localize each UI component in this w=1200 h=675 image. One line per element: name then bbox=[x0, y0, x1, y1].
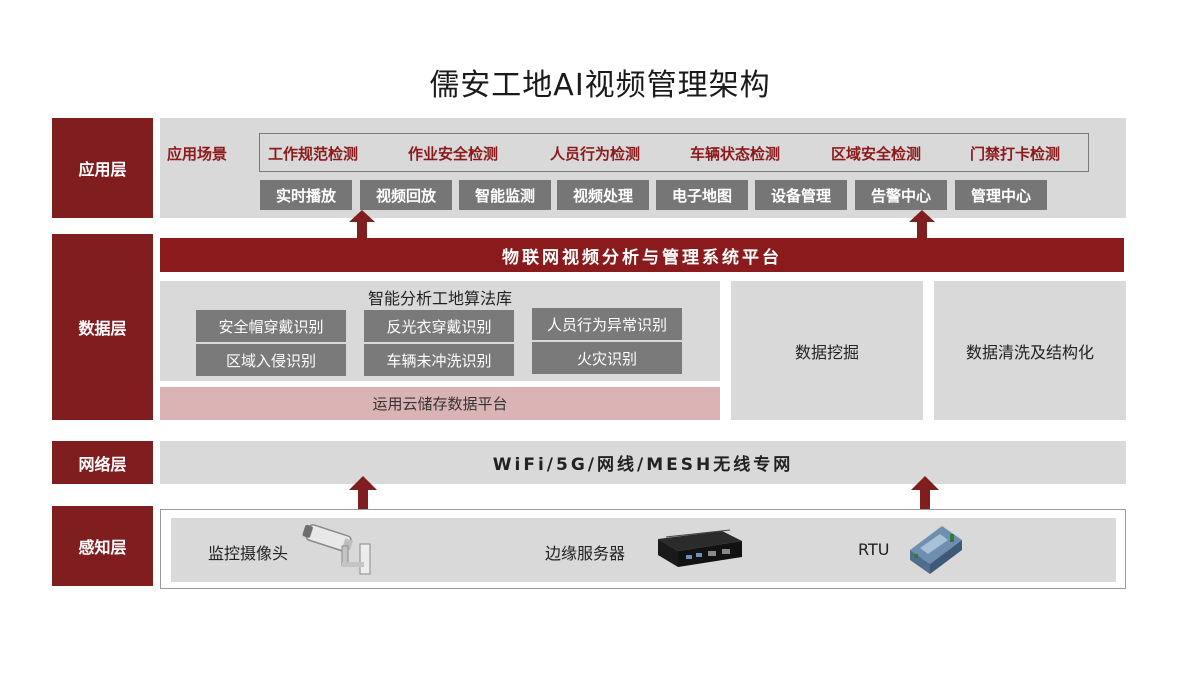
page-title: 儒安工地AI视频管理架构 bbox=[429, 68, 771, 103]
up-arrow-icon bbox=[349, 476, 377, 522]
device-label-rtu: RTU bbox=[858, 540, 890, 559]
cloud-storage-bar: 运用云储存数据平台 bbox=[160, 387, 720, 420]
up-arrow-icon bbox=[909, 210, 935, 238]
scenario-item: 人员行为检测 bbox=[550, 145, 641, 163]
up-arrow-icon bbox=[349, 210, 375, 238]
camera-icon bbox=[302, 523, 371, 575]
function-button-devices[interactable]: 设备管理 bbox=[755, 180, 847, 210]
scenario-item: 作业安全检测 bbox=[408, 145, 499, 163]
scenario-item: 车辆状态检测 bbox=[690, 145, 781, 163]
algorithm-item: 火灾识别 bbox=[532, 342, 682, 374]
function-button-monitoring[interactable]: 智能监测 bbox=[459, 180, 551, 210]
scenario-item: 区域安全检测 bbox=[831, 145, 922, 163]
function-button-playback[interactable]: 视频回放 bbox=[360, 180, 452, 210]
algorithm-library-title: 智能分析工地算法库 bbox=[367, 289, 512, 308]
scenario-label: 应用场景 bbox=[167, 145, 228, 163]
scenario-item: 门禁打卡检测 bbox=[970, 145, 1061, 163]
function-button-processing[interactable]: 视频处理 bbox=[557, 180, 649, 210]
network-bar: WiFi/5G/网线/MESH无线专网 bbox=[160, 441, 1126, 484]
function-button-alarm[interactable]: 告警中心 bbox=[855, 180, 947, 210]
function-button-map[interactable]: 电子地图 bbox=[656, 180, 748, 210]
up-arrow-icon bbox=[911, 476, 939, 522]
algorithm-item: 安全帽穿戴识别 bbox=[196, 310, 346, 342]
algorithm-item: 人员行为异常识别 bbox=[532, 308, 682, 340]
device-label-edge-server: 边缘服务器 bbox=[545, 544, 626, 563]
function-button-realtime[interactable]: 实时播放 bbox=[260, 180, 352, 210]
layer-label-network: 网络层 bbox=[52, 441, 153, 484]
layer-label-data: 数据层 bbox=[52, 234, 153, 420]
platform-bar: 物联网视频分析与管理系统平台 bbox=[160, 238, 1124, 272]
data-mining-box: 数据挖掘 bbox=[731, 281, 923, 420]
rtu-icon bbox=[910, 526, 962, 574]
edge-server-icon bbox=[658, 529, 742, 567]
scenario-item: 工作规范检测 bbox=[268, 145, 359, 163]
function-button-admin[interactable]: 管理中心 bbox=[955, 180, 1047, 210]
algorithm-item: 区域入侵识别 bbox=[196, 344, 346, 376]
layer-label-application: 应用层 bbox=[52, 118, 153, 218]
scenario-frame bbox=[259, 133, 1089, 172]
algorithm-item: 车辆未冲洗识别 bbox=[364, 344, 514, 376]
layer-label-perception: 感知层 bbox=[52, 506, 153, 586]
algorithm-item: 反光衣穿戴识别 bbox=[364, 310, 514, 342]
data-cleaning-box: 数据清洗及结构化 bbox=[934, 281, 1126, 420]
device-label-camera: 监控摄像头 bbox=[208, 544, 289, 563]
